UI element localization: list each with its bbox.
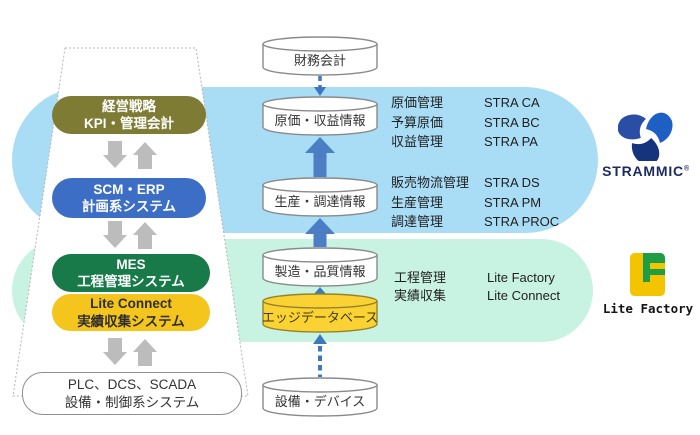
layer-plc-scada: PLC、DCS、SCADA 設備・制御系システム bbox=[22, 372, 242, 415]
updown-arrows-icon bbox=[103, 221, 157, 249]
database-label: 設備・デバイス bbox=[274, 394, 366, 409]
database-label: 財務会計 bbox=[293, 53, 346, 68]
function-label: 原価管理 bbox=[391, 95, 444, 110]
database-cylinder-production: 生産・調達情報 bbox=[261, 177, 379, 217]
function-label: 生産管理 bbox=[391, 194, 444, 210]
database-label: 生産・調達情報 bbox=[274, 194, 366, 209]
lite-factory-wordmark: Lite Factory bbox=[602, 301, 694, 316]
function-label: 工程管理 bbox=[394, 270, 447, 285]
annotation-group-cost: 原価管理 STRA CA 予算原価 STRA BC 収益管理 STRA PA bbox=[391, 93, 540, 152]
layer-scm-erp-line1: SCM・ERP bbox=[93, 181, 165, 197]
annotation-group-production: 販売物流管理 STRA DS 生産管理 STRA PM 調達管理 STRA PR… bbox=[391, 173, 559, 232]
database-cylinder-devices: 設備・デバイス bbox=[261, 377, 379, 417]
module-label: STRA PROC bbox=[484, 214, 560, 229]
layer-plc-scada-line1: PLC、DCS、SCADA bbox=[67, 376, 197, 392]
layer-lite-connect: Lite Connect 実績収集システム bbox=[52, 294, 210, 331]
module-label: STRA DS bbox=[484, 175, 540, 190]
layer-mes-line2: 工程管理システム bbox=[77, 274, 185, 289]
updown-arrows-icon bbox=[103, 338, 157, 366]
registered-mark: ® bbox=[683, 165, 690, 173]
module-label: Lite Connect bbox=[487, 287, 560, 303]
database-cylinder-cost: 原価・収益情報 bbox=[261, 96, 379, 136]
updown-arrows-icon bbox=[103, 141, 157, 169]
module-label: STRA CA bbox=[484, 95, 540, 110]
database-label: 製造・品質情報 bbox=[274, 264, 366, 279]
layer-strategy-line1: 経営戦略 bbox=[102, 98, 156, 114]
layer-mes: MES 工程管理システム bbox=[52, 254, 210, 292]
function-label: 販売物流管理 bbox=[391, 175, 470, 190]
strammic-wordmark: STRAMMIC® bbox=[596, 163, 696, 179]
thick-up-arrow-icon bbox=[305, 218, 335, 247]
database-cylinder-edge: エッジデータベース bbox=[261, 293, 379, 333]
lite-factory-logo-icon bbox=[630, 253, 665, 296]
database-cylinder-finance: 財務会計 bbox=[261, 36, 379, 76]
layer-strategy-line2: KPI・管理会計 bbox=[83, 116, 174, 131]
module-label: Lite Factory bbox=[487, 270, 555, 285]
function-label: 予算原価 bbox=[391, 114, 444, 130]
layer-scm-erp: SCM・ERP 計画系システム bbox=[52, 178, 206, 218]
dashed-down-arrow-icon bbox=[314, 76, 326, 96]
module-label: STRA PA bbox=[484, 134, 538, 149]
database-label: エッジデータベース bbox=[261, 310, 379, 325]
annotation-group-factory: 工程管理 Lite Factory 実績収集 Lite Connect bbox=[394, 269, 560, 304]
module-label: STRA BC bbox=[484, 114, 540, 130]
strammic-name: STRAMMIC bbox=[602, 163, 684, 179]
thick-up-arrow-icon bbox=[305, 137, 335, 177]
dashed-up-arrow-icon bbox=[313, 334, 327, 377]
layer-scm-erp-line2: 計画系システム bbox=[81, 199, 177, 214]
database-label: 原価・収益情報 bbox=[274, 113, 366, 128]
database-cylinder-quality: 製造・品質情報 bbox=[261, 247, 379, 287]
layer-lite-connect-line1: Lite Connect bbox=[90, 296, 172, 312]
layer-lite-connect-line2: 実績収集システム bbox=[77, 313, 185, 329]
function-label: 実績収集 bbox=[394, 287, 447, 303]
module-label: STRA PM bbox=[484, 194, 542, 210]
function-label: 調達管理 bbox=[391, 214, 444, 229]
function-label: 収益管理 bbox=[391, 134, 444, 149]
layer-plc-scada-line2: 設備・制御系システム bbox=[64, 394, 200, 410]
strammic-logo-icon bbox=[618, 112, 673, 161]
layer-mes-line1: MES bbox=[116, 256, 146, 272]
layer-strategy: 経営戦略 KPI・管理会計 bbox=[52, 96, 206, 134]
